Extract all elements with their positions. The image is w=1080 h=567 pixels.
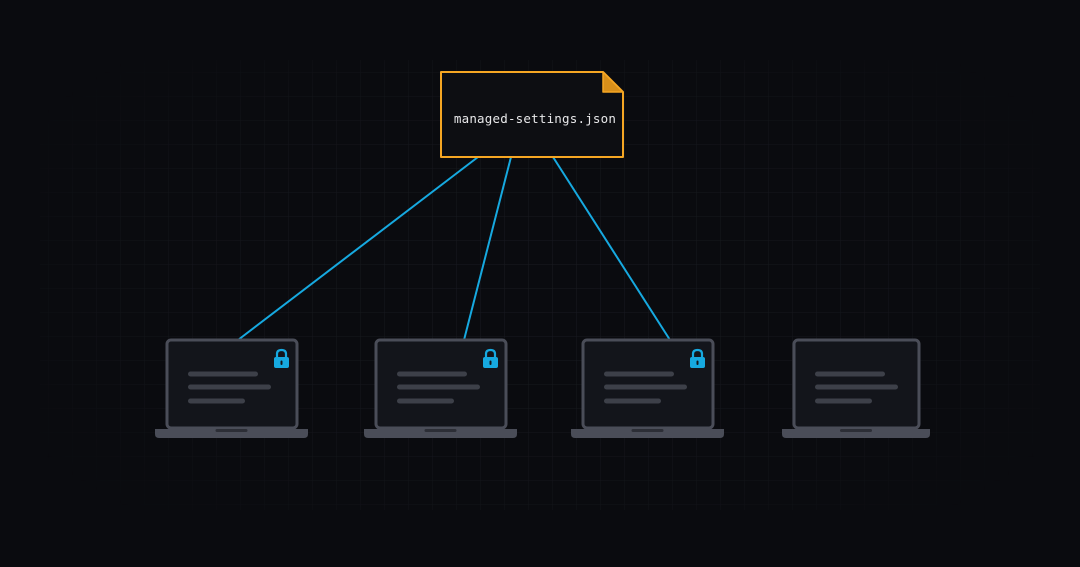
file-corner-fold <box>602 71 624 93</box>
connector-line <box>237 156 479 341</box>
screen-content-line <box>397 371 467 377</box>
laptop-1[interactable] <box>155 338 308 438</box>
screen-content-line <box>188 398 245 404</box>
laptop-base <box>155 429 308 438</box>
screen-content-line <box>604 371 674 377</box>
connector-lines <box>237 156 671 341</box>
laptop-screen <box>581 338 715 430</box>
lock-icon <box>483 348 498 368</box>
laptop-notch <box>215 429 248 432</box>
laptop-2[interactable] <box>364 338 517 438</box>
screen-content-line <box>604 384 687 390</box>
device-list <box>155 338 930 438</box>
file-body <box>440 71 624 158</box>
laptop-4[interactable] <box>782 338 930 438</box>
laptop-3[interactable] <box>571 338 724 438</box>
lock-icon <box>690 348 705 368</box>
config-file-name: managed-settings.json <box>454 111 616 126</box>
screen-content-line <box>604 398 661 404</box>
connector-line <box>552 156 671 341</box>
laptop-notch <box>424 429 457 432</box>
screen-content-line <box>397 398 454 404</box>
laptop-screen <box>374 338 508 430</box>
screen-content-line <box>397 384 480 390</box>
laptop-notch <box>840 429 872 432</box>
laptop-base <box>571 429 724 438</box>
laptop-screen <box>792 338 921 430</box>
laptop-base <box>782 429 930 438</box>
config-file-node[interactable]: managed-settings.json <box>440 71 624 158</box>
lock-icon <box>274 348 289 368</box>
laptop-notch <box>631 429 664 432</box>
connector-line <box>463 156 512 341</box>
screen-content-line <box>188 384 271 390</box>
screen-content-line <box>815 384 898 390</box>
screen-content-line <box>815 398 872 404</box>
screen-content-line <box>188 371 258 377</box>
laptop-base <box>364 429 517 438</box>
screen-content-line <box>815 371 885 377</box>
laptop-screen <box>165 338 299 430</box>
